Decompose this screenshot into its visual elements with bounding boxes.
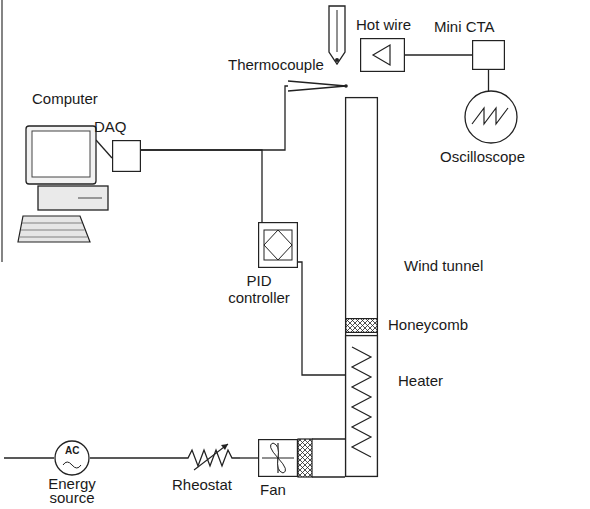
computer-icon-outline: [18, 118, 110, 246]
duct-wall: [312, 438, 345, 439]
wire-connector: [240, 458, 258, 459]
anemometer-box-outline: [472, 40, 505, 70]
daq-box: DAQ: [112, 140, 141, 172]
heater-section: Heater: [345, 335, 378, 477]
fan-box-outline: [258, 439, 298, 477]
anemometer-box: Mini CTA: [472, 40, 505, 70]
wire-connector: [141, 86, 288, 150]
probe-body: [329, 6, 345, 64]
node-label: Computer: [32, 90, 98, 107]
pid-controller-box: PID controller: [258, 222, 298, 268]
node-label: Fan: [260, 481, 286, 498]
node-label: Oscilloscope: [440, 148, 525, 165]
frame-line: [1, 0, 2, 262]
wind-tunnel: Wind tunnelHoneycombHeater: [345, 97, 378, 477]
rheostat-symbol-outline: [180, 446, 240, 470]
oscilloscope-circle-outline: [464, 90, 518, 144]
hot-wire-box-outline: [360, 38, 405, 72]
node-label: Thermocouple: [228, 56, 324, 73]
pid-controller-box-outline: [258, 222, 298, 268]
wire-connector: [96, 140, 112, 158]
wire-connector: [488, 70, 489, 91]
duct-wall: [312, 476, 345, 477]
node-label: Energy source: [32, 477, 112, 505]
node-label: PID controller: [222, 272, 296, 306]
node-label: Hot wire: [356, 16, 411, 33]
honeycomb-band: Honeycomb: [345, 318, 378, 333]
wire-connector: [141, 150, 262, 222]
node-label: Rheostat: [172, 476, 232, 493]
wire-connector: [298, 262, 345, 375]
daq-box-outline: [112, 140, 141, 172]
energy-source-circle: ACEnergy source: [54, 440, 90, 476]
node-label: Honeycomb: [388, 316, 468, 333]
wire-connector: [405, 55, 472, 56]
honeycomb-band-outline: [345, 318, 378, 333]
thermocouple-sensor-outline: [288, 78, 348, 94]
fan-box: Fan: [258, 439, 298, 477]
thermocouple-sensor: Thermocouple: [288, 78, 348, 94]
heater-section-outline: [345, 335, 378, 477]
oscilloscope-circle: Oscilloscope: [464, 90, 518, 144]
wire-connector: [90, 458, 180, 459]
node-label: Heater: [398, 372, 443, 389]
node-label: Wind tunnel: [404, 257, 483, 274]
probe-tip: [335, 58, 339, 62]
node-label: Mini CTA: [434, 18, 495, 35]
probe-stem: [337, 10, 338, 52]
computer-icon: Computer: [18, 118, 110, 246]
node-label: DAQ: [94, 118, 127, 135]
hot-wire-box: Hot wire: [360, 38, 405, 72]
inlet-filter: [298, 439, 312, 477]
supply-wire: [4, 457, 54, 458]
rheostat-symbol: Rheostat: [180, 446, 240, 470]
node-label: AC: [65, 445, 79, 457]
